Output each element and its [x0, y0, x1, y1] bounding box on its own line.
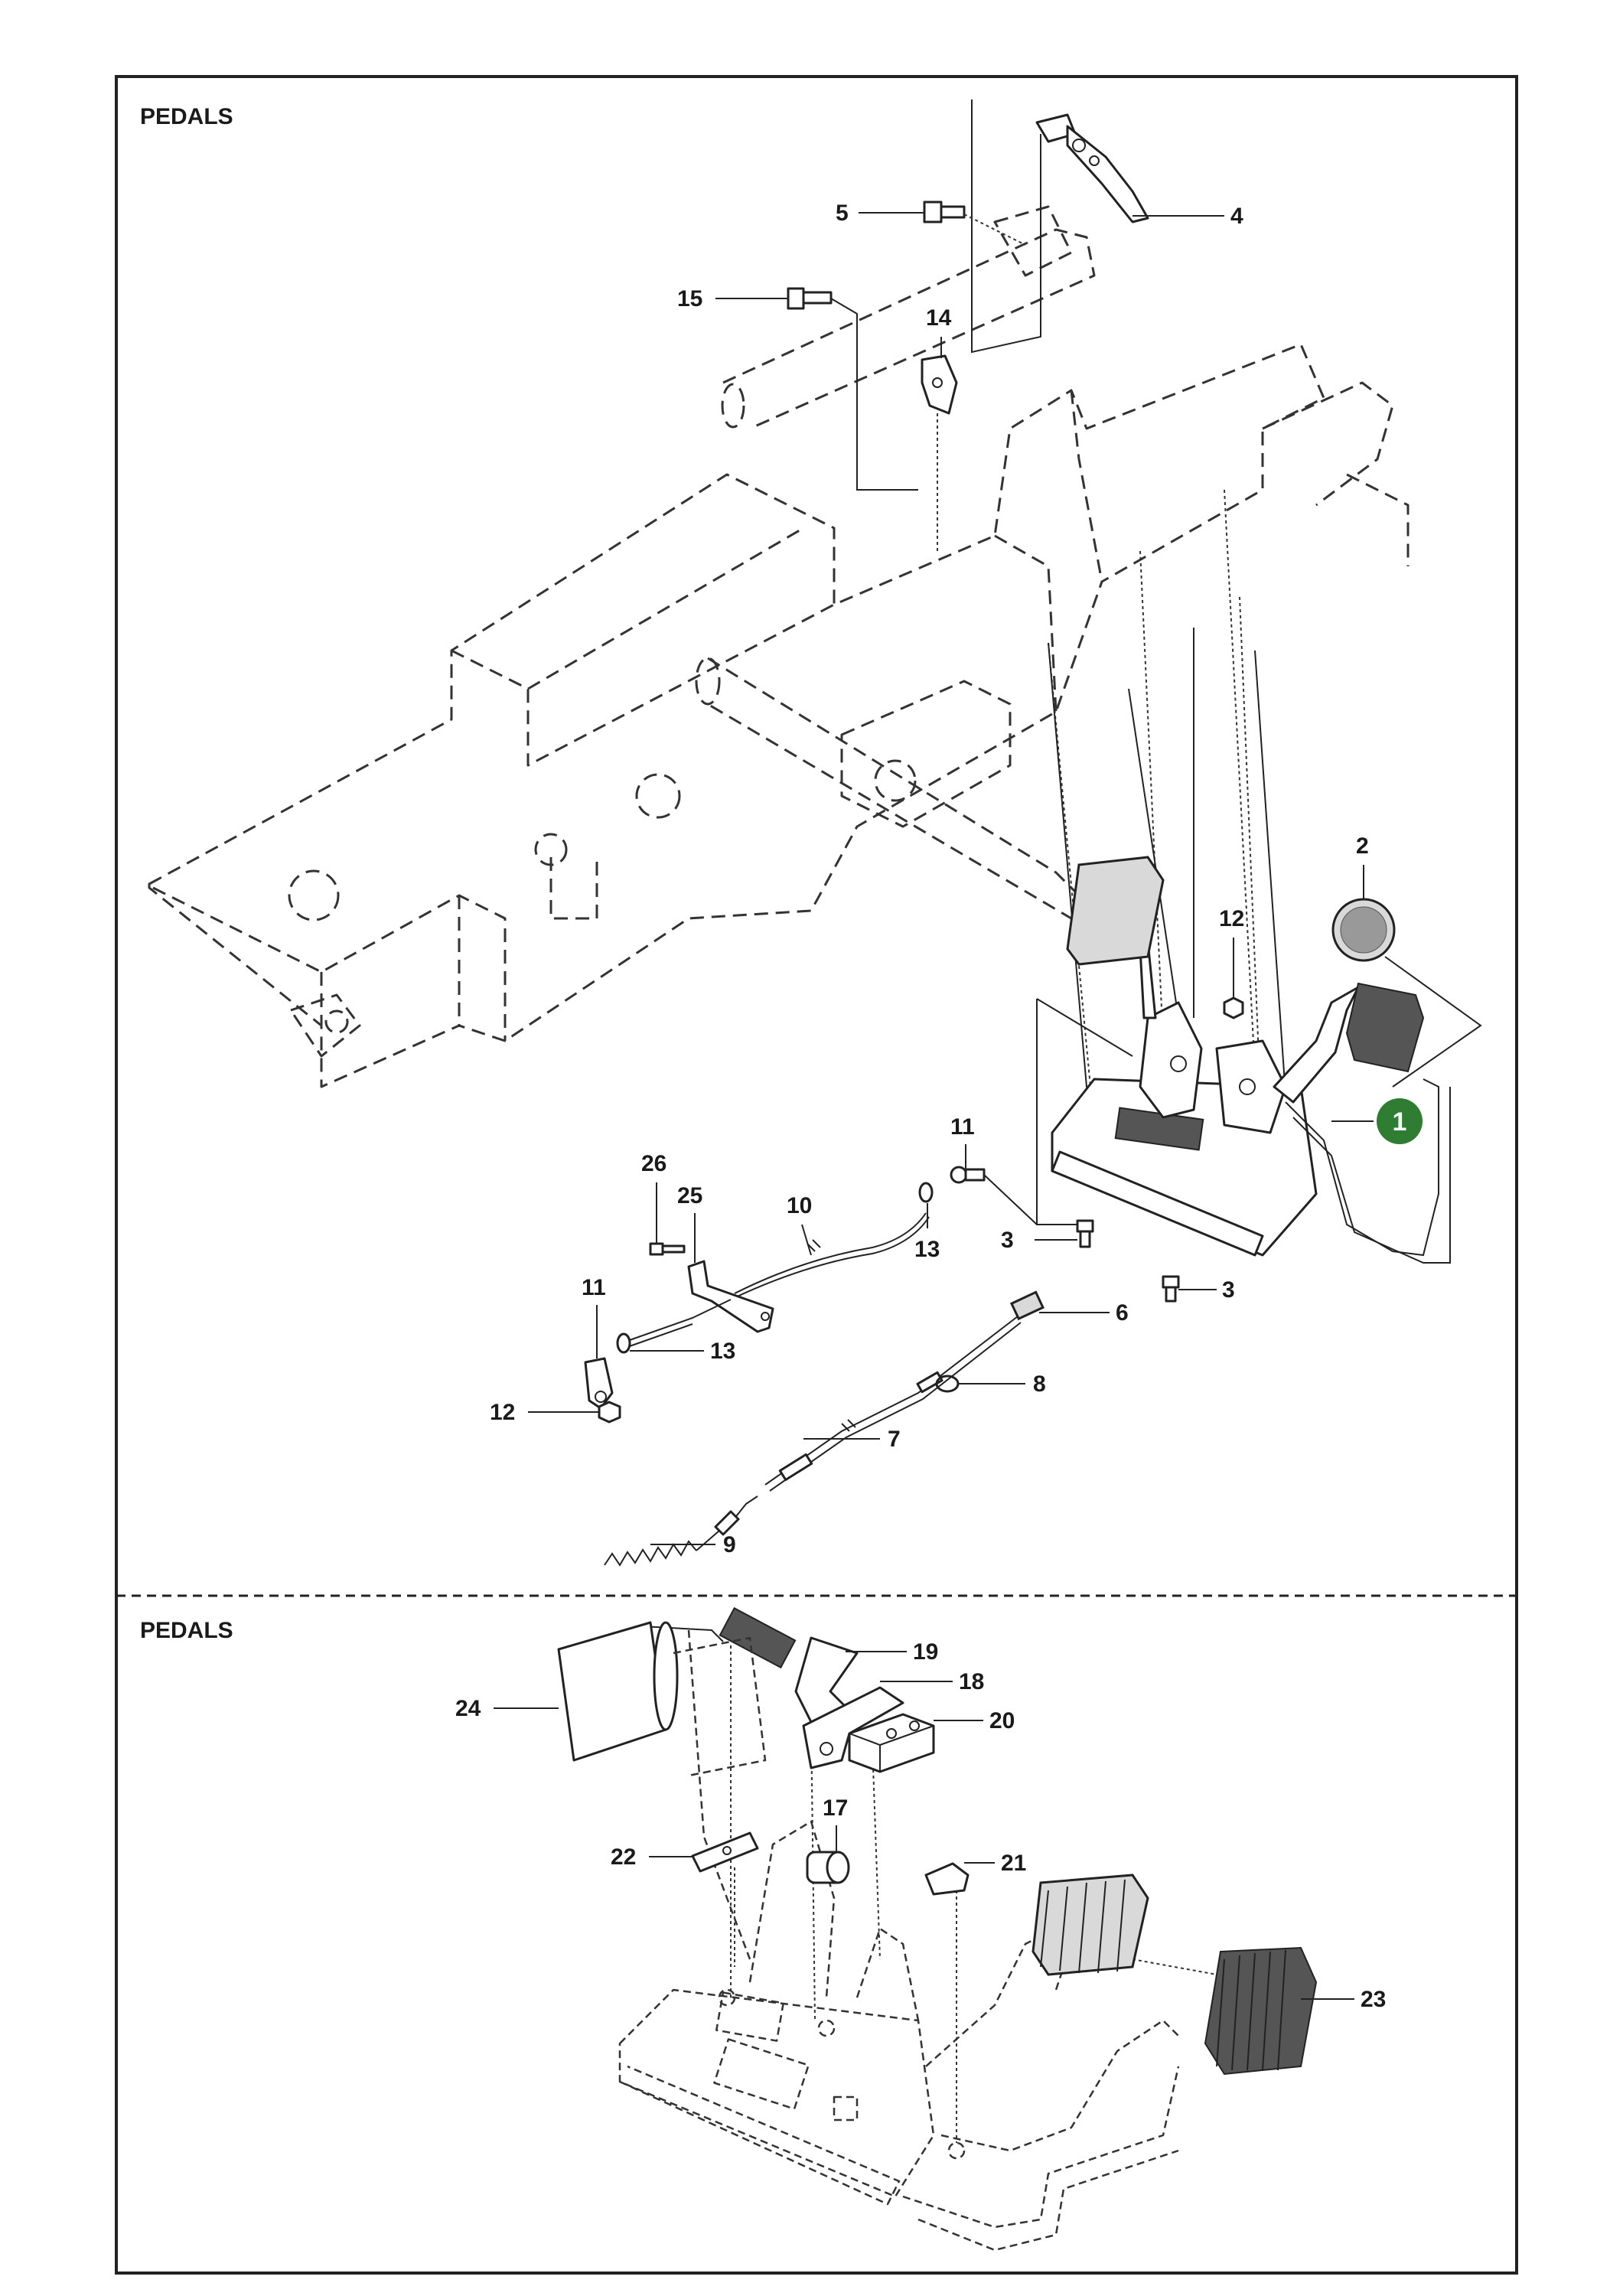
- part-9-return-spring: [604, 1495, 758, 1567]
- part-4-latch: [1035, 113, 1149, 223]
- callout-14: 14: [926, 305, 952, 331]
- callout-8: 8: [1033, 1371, 1046, 1397]
- callout-10: 10: [787, 1193, 812, 1218]
- callout-21: 21: [1001, 1851, 1026, 1876]
- callout-17: 17: [823, 1795, 848, 1821]
- part-3-bolt-right: [1162, 1275, 1180, 1303]
- callout-1-badge: [1377, 1098, 1423, 1144]
- callout-1: 1: [1393, 1107, 1407, 1137]
- callout-12-bottom: 12: [490, 1400, 515, 1425]
- part-2-pedal-pad: [1331, 898, 1396, 962]
- diagram-border: [115, 75, 1518, 2275]
- part-10-cable: [730, 1212, 930, 1300]
- callout-6: 6: [1116, 1300, 1129, 1326]
- part-5-bolt: [923, 201, 966, 223]
- callout-15: 15: [677, 286, 702, 311]
- callout-25: 25: [677, 1183, 702, 1208]
- callout-13-bottom: 13: [710, 1339, 735, 1364]
- callout-7: 7: [888, 1427, 901, 1452]
- part-7-cable: [764, 1316, 1022, 1492]
- part-15-bolt: [787, 287, 833, 310]
- callout-24: 24: [455, 1696, 481, 1721]
- part-17-roller: [806, 1851, 850, 1884]
- callout-13-top: 13: [914, 1237, 940, 1262]
- callout-9: 9: [723, 1532, 736, 1557]
- callout-19: 19: [913, 1639, 938, 1665]
- part-23-pedal-pad: [1031, 1874, 1318, 2076]
- callout-3-right: 3: [1222, 1277, 1235, 1303]
- callout-5: 5: [836, 201, 849, 226]
- part-26-screw: [649, 1242, 686, 1256]
- section-title-top: PEDALS: [140, 104, 233, 129]
- callout-11-top: 11: [950, 1114, 975, 1140]
- part-22-plate: [691, 1831, 759, 1873]
- part-20-block: [848, 1713, 935, 1773]
- callout-22: 22: [611, 1844, 636, 1870]
- chassis-frame: [148, 205, 1410, 1088]
- callout-3-left: 3: [1001, 1228, 1014, 1253]
- callout-11-bottom: 11: [582, 1275, 606, 1300]
- part-24-tube: [557, 1621, 767, 1777]
- callout-4: 4: [1230, 204, 1243, 229]
- part-21-clip: [924, 1862, 970, 1896]
- part-3-bolt-left: [1076, 1219, 1094, 1248]
- part-12-nut-bottom: [598, 1401, 621, 1424]
- section-title-bottom: PEDALS: [140, 1618, 233, 1643]
- part-13-washer-bottom: [616, 1332, 631, 1354]
- part-14-bracket: [921, 354, 958, 415]
- part-6-spring: [1009, 1290, 1045, 1321]
- part-11-ball-joint-bottom: [584, 1357, 614, 1410]
- callout-26: 26: [641, 1151, 666, 1176]
- callout-23: 23: [1361, 1987, 1386, 2012]
- part-12-nut-top: [1223, 996, 1244, 1019]
- part-25-clamp: [687, 1260, 774, 1333]
- callout-18: 18: [959, 1669, 984, 1694]
- callout-2: 2: [1356, 833, 1369, 859]
- part-8-clip: [935, 1375, 960, 1393]
- callout-20: 20: [989, 1708, 1015, 1733]
- part-11-ball-joint-top: [950, 1166, 986, 1184]
- part-1-pedal-assembly: [1036, 856, 1451, 1264]
- part-13-washer-top: [918, 1182, 934, 1203]
- callout-12-top: 12: [1219, 906, 1244, 931]
